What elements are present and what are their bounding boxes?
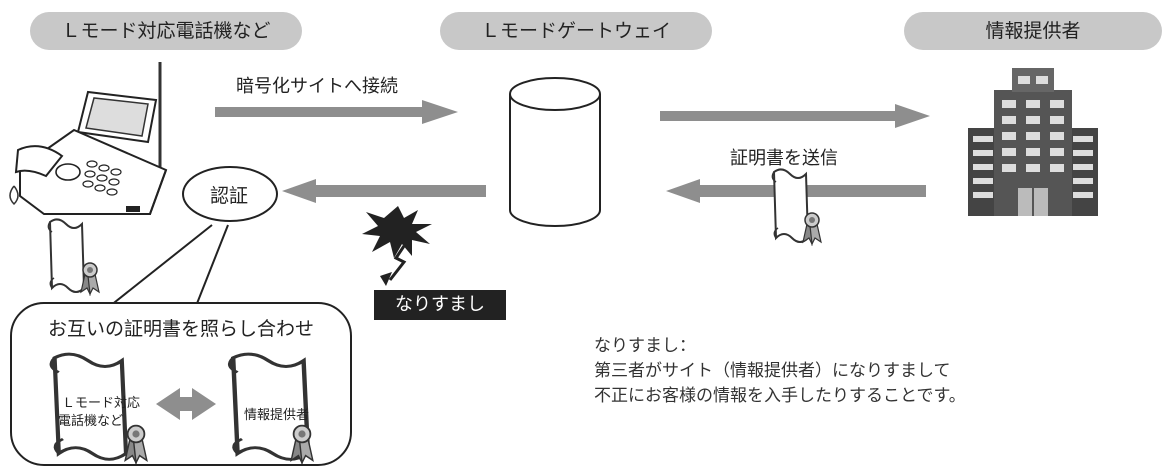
- definition-note: なりすまし： 第三者がサイト（情報提供者）になりすまして 不正にお客様の情報を入…: [594, 334, 966, 409]
- cert-left-line2: 電話機など: [58, 414, 124, 429]
- compare-box-title: お互いの証明書を照らし合わせ: [47, 318, 314, 340]
- certificate-compare-box: お互いの証明書を照らし合わせ Ｌモード対応 電話機など 情報提供者: [10, 302, 352, 466]
- label-send-certificate: 証明書を送信: [730, 148, 838, 169]
- arrow-to-provider: [660, 104, 930, 128]
- certificate-sent-icon: [771, 168, 822, 245]
- note-line-2: 第三者がサイト（情報提供者）になりすまして: [594, 361, 951, 381]
- arrow-connect: [215, 100, 458, 124]
- auth-bubble: [182, 166, 278, 222]
- header-device: Ｌモード対応電話機など: [30, 12, 302, 50]
- auth-pointer-line-left: [109, 224, 213, 307]
- compare-graphics: [12, 304, 314, 464]
- label-ssl-connect: 暗号化サイトへ接続: [236, 76, 398, 97]
- cert-right-label: 情報提供者: [244, 408, 310, 423]
- rosette-left-icon: [124, 424, 148, 464]
- double-arrow-icon: [156, 388, 216, 420]
- fax-phone-icon: [9, 62, 168, 215]
- note-line-3: 不正にお客様の情報を入手したりすることです。: [594, 386, 966, 406]
- arrow-to-device: [282, 179, 486, 203]
- impersonation-burst-icon: [362, 206, 432, 286]
- header-gateway: Ｌモードゲートウェイ: [440, 12, 712, 50]
- gateway-server-icon: [509, 77, 601, 227]
- imposter-label: なりすまし: [374, 290, 506, 320]
- building-icon: [968, 68, 1098, 216]
- header-provider: 情報提供者: [904, 12, 1162, 50]
- certificate-device-icon: [47, 218, 100, 295]
- auth-pointer-line-right: [195, 224, 229, 307]
- rosette-right-icon: [290, 424, 314, 464]
- cert-left-line1: Ｌモード対応: [62, 396, 141, 411]
- arrow-certificate-back: [666, 179, 926, 203]
- note-line-1: なりすまし：: [594, 336, 696, 356]
- auth-label: 認証: [210, 185, 249, 207]
